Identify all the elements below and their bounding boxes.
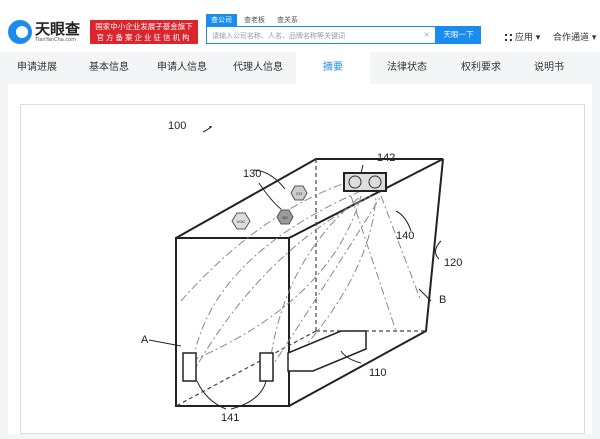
sensor-tag-voc: VOC: [237, 219, 246, 224]
logo-text: 天眼查: [35, 20, 81, 38]
search-input[interactable]: 请输入公司名称、人名、品牌名称等关键词 ×: [206, 26, 436, 44]
sensor-tag-co: CO: [296, 191, 302, 196]
device-142: [343, 172, 387, 192]
search-tab-relation[interactable]: 查关系: [277, 16, 298, 24]
patent-drawing: VOC CO H2 100 130 142 140 120 A B 110 14…: [141, 120, 462, 424]
tab-applicant[interactable]: 申请人信息: [157, 62, 207, 73]
logo-icon: [8, 20, 32, 44]
tab-claims[interactable]: 权利要求: [461, 62, 501, 73]
search-button[interactable]: 天眼一下: [436, 26, 481, 44]
grid-icon: [505, 34, 512, 41]
abstract-panel: VOC CO H2 100 130 142 140 120 A B 110 14…: [8, 84, 592, 434]
search-tab-company[interactable]: 查公司: [206, 14, 237, 26]
logo-subtext: TianYanCha.com: [35, 37, 77, 43]
tab-agent[interactable]: 代理人信息: [233, 62, 283, 73]
search-placeholder: 请输入公司名称、人名、品牌名称等关键词: [212, 32, 345, 40]
vent-right: [259, 352, 274, 382]
vent-left: [182, 352, 197, 382]
tab-description[interactable]: 说明书: [534, 62, 564, 73]
sensor-tag-h2: H2: [282, 215, 288, 220]
box-front-face: [175, 237, 290, 407]
sensor-co: [290, 185, 308, 201]
tab-abstract[interactable]: 摘要: [296, 52, 370, 84]
label-a: A: [141, 334, 149, 346]
label-b: B: [439, 294, 446, 306]
logo[interactable]: 天眼查 TianYanCha.com: [8, 20, 80, 44]
patent-figure: VOC CO H2 100 130 142 140 120 A B 110 14…: [20, 104, 585, 434]
unit-110: [287, 330, 367, 372]
label-141: 141: [221, 412, 239, 424]
sensor-voc: [231, 212, 251, 230]
label-110: 110: [369, 367, 387, 379]
clear-icon[interactable]: ×: [423, 30, 430, 39]
partner-menu[interactable]: 合作通道 ▾: [553, 33, 597, 43]
label-140: 140: [396, 230, 414, 242]
apps-label: 应用 ▾: [514, 33, 541, 43]
tab-bar: 申请进展 基本信息 申请人信息 代理人信息 摘要 法律状态 权利要求 说明书: [0, 52, 600, 84]
box-right-face: [288, 158, 444, 407]
airflow-lines: [180, 180, 422, 377]
apps-menu[interactable]: 应用 ▾: [505, 30, 540, 43]
tab-legal-status[interactable]: 法律状态: [387, 62, 427, 73]
header: 天眼查 TianYanCha.com 国家中小企业发展子基金旗下 官方备案企业征…: [0, 0, 600, 52]
label-100: 100: [168, 120, 186, 132]
label-142: 142: [377, 152, 395, 164]
badge-line2: 官方备案企业征信机构: [96, 33, 192, 42]
badge-line1: 国家中小企业发展子基金旗下: [95, 22, 193, 31]
tab-basic-info[interactable]: 基本信息: [89, 62, 129, 73]
label-130: 130: [243, 168, 261, 180]
label-120: 120: [444, 257, 462, 269]
tab-progress[interactable]: 申请进展: [17, 62, 57, 73]
sensor-h2: [276, 209, 294, 225]
official-badge[interactable]: 国家中小企业发展子基金旗下 官方备案企业征信机构: [90, 20, 198, 44]
search-tab-boss[interactable]: 查老板: [244, 16, 265, 24]
